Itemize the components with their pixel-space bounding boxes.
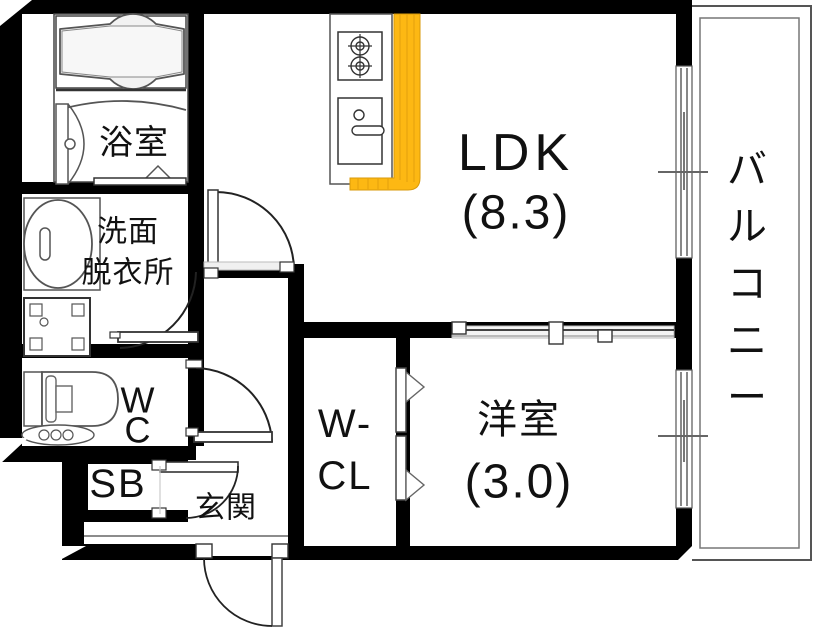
balcony-char-1: ル	[727, 205, 769, 249]
balcony-char-0: バ	[727, 148, 769, 192]
walk-in-closet-room: W- CL	[317, 367, 426, 502]
bathtub-fixture	[55, 13, 187, 90]
shoe-box-area: SB	[89, 459, 239, 519]
walk-in-closet-folding-door[interactable]	[395, 367, 426, 502]
room-area-ldk: (8.3)	[462, 187, 571, 240]
room-label-bathroom: 浴室	[99, 124, 169, 162]
room-label-ldk: LDK	[458, 124, 574, 182]
wc-swing-door[interactable]	[185, 359, 273, 443]
room-label-wc-line2: C	[125, 410, 152, 451]
bathroom-door[interactable]	[93, 177, 187, 186]
chamfer-bottom-right	[676, 546, 692, 562]
room-label-wcl-line2: CL	[317, 454, 372, 498]
balcony-char-3: ニ	[727, 319, 769, 363]
room-label-sb: SB	[89, 462, 146, 506]
washroom-swing-door[interactable]	[109, 271, 199, 349]
room-label-wcl-line1: W-	[318, 402, 372, 446]
balcony-char-4: ー	[727, 376, 769, 420]
bathroom-room: 浴室	[53, 13, 189, 186]
shoe-box-swing-door[interactable]	[151, 459, 239, 519]
gas-stove-icon	[337, 31, 383, 81]
room-label-bedroom: 洋室	[477, 398, 561, 442]
entrance-swing-door[interactable]	[195, 543, 289, 627]
room-area-bedroom: (3.0)	[465, 456, 574, 509]
balcony-char-2: コ	[727, 262, 769, 306]
kitchen-counter-fixture	[329, 13, 393, 185]
ldk-room: LDK (8.3)	[203, 13, 574, 279]
room-label-washroom-line2: 脱衣所	[82, 257, 175, 290]
kitchen-counter-accent	[349, 13, 421, 191]
bedroom-room: 洋室 (3.0)	[451, 321, 675, 509]
kitchen-sink-icon	[337, 97, 385, 165]
vanity-sink-fixture	[23, 197, 101, 291]
bedroom-three-panel-sliding-door[interactable]	[451, 321, 675, 345]
washroom-room: 洗面 脱衣所	[22, 194, 199, 357]
room-label-wc-line1: W	[121, 380, 156, 421]
shower-panel-fixture	[55, 103, 85, 185]
genkan-area: 玄関	[84, 492, 289, 627]
chamfer-mid-left	[0, 438, 28, 464]
room-label-balcony: バ ル コ ニ ー	[727, 148, 769, 420]
chamfer-bottom-left	[60, 546, 86, 560]
balcony-sliding-window-lower[interactable]	[658, 369, 708, 509]
room-label-washroom-line1: 洗面	[97, 216, 159, 249]
wc-room: W C	[21, 358, 273, 451]
balcony-sliding-window-upper[interactable]	[658, 65, 708, 259]
ldk-hall-swing-door[interactable]	[203, 189, 295, 279]
washing-machine-pan-fixture	[23, 297, 91, 357]
room-label-genkan: 玄関	[195, 492, 257, 525]
chamfer-top-left	[0, 0, 32, 26]
toilet-fixture	[21, 371, 119, 446]
